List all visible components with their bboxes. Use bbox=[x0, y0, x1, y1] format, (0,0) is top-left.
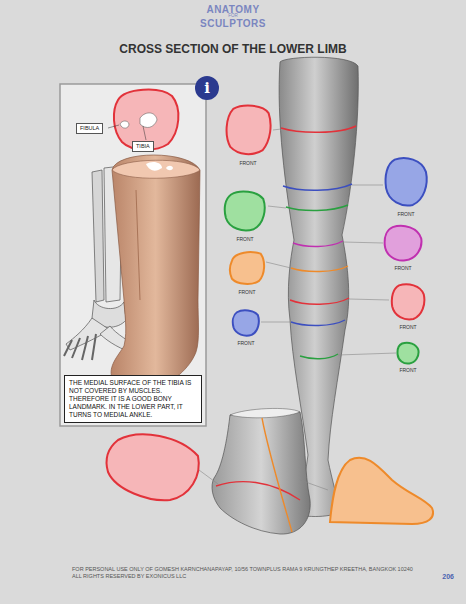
leg-cut-surface bbox=[112, 160, 200, 178]
info-icon: i bbox=[194, 75, 220, 101]
footer-note: FOR PERSONAL USE ONLY OF GOMESH KARNCHAN… bbox=[72, 566, 432, 572]
direction-label: FRONT bbox=[382, 265, 424, 271]
fibula-cut bbox=[166, 166, 173, 171]
section-lines bbox=[281, 126, 356, 359]
cross-section: FRONT bbox=[222, 102, 274, 166]
info-letter: i bbox=[194, 75, 220, 101]
section-outline bbox=[222, 188, 268, 234]
direction-label: FRONT bbox=[389, 324, 427, 330]
note-text: THE MEDIAL SURFACE OF THE TIBIA IS NOT C… bbox=[69, 379, 197, 419]
direction-label: FRONT bbox=[227, 289, 267, 295]
section-line bbox=[262, 418, 292, 532]
section-outline bbox=[227, 249, 267, 287]
section-outline bbox=[389, 282, 427, 322]
direction-label: FRONT bbox=[222, 160, 274, 166]
section-line bbox=[216, 482, 300, 500]
tibia-bone bbox=[140, 113, 157, 128]
tibia-edge bbox=[136, 190, 140, 300]
section-outline bbox=[382, 223, 424, 263]
direction-label: FRONT bbox=[396, 367, 420, 373]
foot-cross-section bbox=[106, 434, 198, 500]
lower-leg-skin bbox=[111, 155, 200, 387]
direction-label: FRONT bbox=[382, 211, 430, 217]
leader-line bbox=[108, 125, 119, 128]
fibula-bone bbox=[120, 121, 129, 128]
section-outline bbox=[396, 341, 420, 365]
direction-label: FRONT bbox=[222, 236, 268, 242]
note-box: THE MEDIAL SURFACE OF THE TIBIA IS NOT C… bbox=[64, 375, 202, 423]
page-title: CROSS SECTION OF THE LOWER LIMB bbox=[0, 42, 466, 56]
logo-text: SCULPTORS bbox=[0, 18, 466, 29]
bone-label: TIBIA bbox=[132, 141, 154, 152]
info-panel bbox=[60, 84, 206, 426]
cross-section: FRONT bbox=[389, 282, 427, 330]
foot-sagittal-section bbox=[330, 458, 433, 524]
cross-section: FRONT bbox=[382, 155, 430, 217]
section-outline bbox=[231, 308, 261, 338]
bone-name: TIBIA bbox=[136, 143, 150, 150]
footer-note: ALL RIGHTS RESERVED BY EXONICUS LLC bbox=[72, 573, 432, 579]
cross-section: FRONT bbox=[222, 188, 268, 242]
direction-label: FRONT bbox=[231, 340, 261, 346]
leader-line bbox=[143, 126, 146, 140]
leader-lines bbox=[261, 129, 396, 355]
cross-section: FRONT bbox=[396, 341, 420, 373]
bone-name: FIBULA bbox=[80, 125, 99, 132]
bone-label: FIBULA bbox=[76, 123, 103, 134]
section-outline bbox=[382, 155, 430, 209]
tibia-cut bbox=[146, 162, 162, 171]
cross-section: FRONT bbox=[227, 249, 267, 295]
leader-line bbox=[199, 470, 218, 484]
leader-line bbox=[300, 480, 328, 490]
foot-illustration bbox=[212, 412, 310, 534]
page-number: 206 bbox=[430, 573, 454, 581]
section-outline bbox=[222, 102, 274, 158]
foot-cut-surface bbox=[230, 408, 300, 417]
cross-section: FRONT bbox=[231, 308, 261, 346]
cross-section: FRONT bbox=[382, 223, 424, 271]
